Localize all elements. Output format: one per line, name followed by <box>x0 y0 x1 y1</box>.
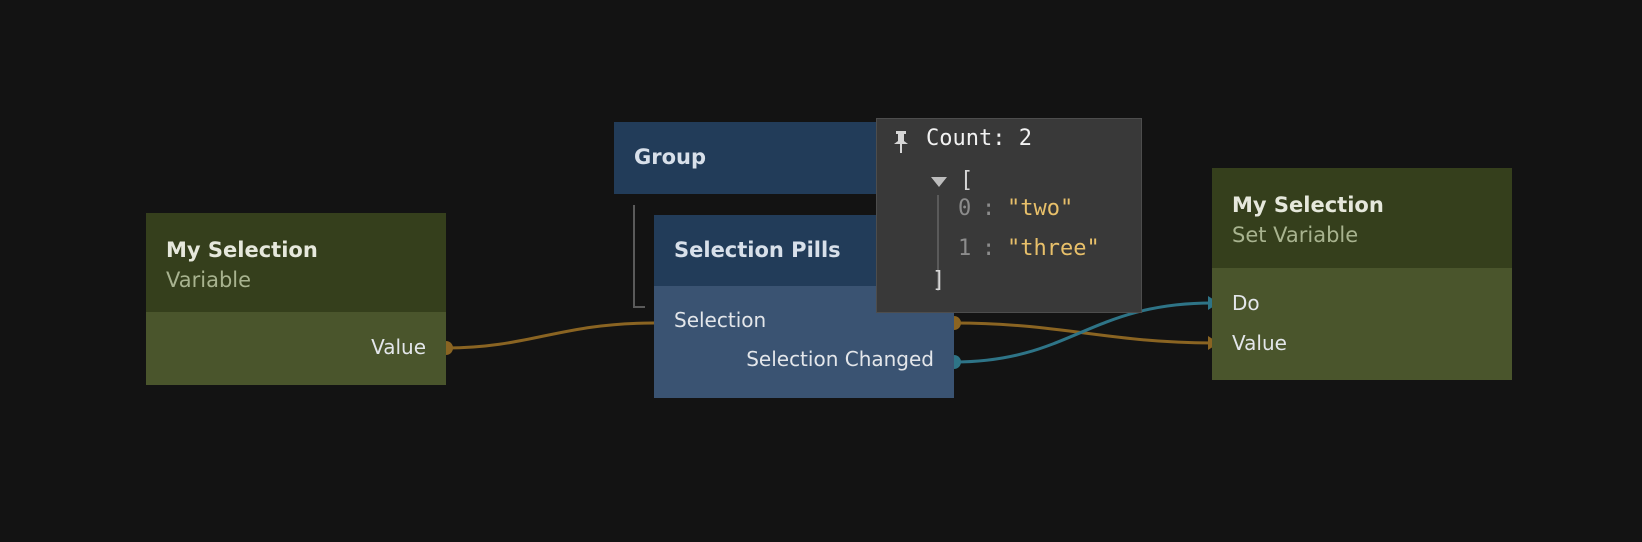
caret-down-icon[interactable] <box>930 176 948 188</box>
set-variable-node[interactable]: My Selection Set Variable Do Value <box>1212 168 1512 380</box>
group-node-title: Group <box>634 145 707 169</box>
variable-node-body: Value <box>146 312 446 385</box>
tree-guide-line <box>937 195 939 291</box>
set-variable-body: Do Value <box>1212 268 1512 380</box>
group-node[interactable]: Group <box>614 122 884 194</box>
item-index: 0 <box>958 196 972 221</box>
item-index: 1 <box>958 236 972 261</box>
selection-input-label: Selection <box>674 308 767 332</box>
variable-node-title: My Selection <box>166 238 318 262</box>
wire-value-to-selection[interactable] <box>445 321 655 350</box>
variable-node-header[interactable]: My Selection Variable <box>146 213 446 312</box>
value-input-label: Value <box>1232 331 1287 355</box>
group-child-bracket <box>633 205 645 308</box>
variable-node[interactable]: My Selection Variable Value <box>146 213 446 385</box>
pin-icon[interactable] <box>891 130 911 154</box>
set-variable-subtitle: Set Variable <box>1232 223 1359 247</box>
item-value: "three" <box>1007 236 1100 261</box>
selection-changed-output-label: Selection Changed <box>746 347 934 371</box>
close-bracket: ] <box>932 268 946 293</box>
item-value: "two" <box>1007 196 1074 221</box>
item-separator: : <box>982 196 996 221</box>
open-bracket: [ <box>960 168 974 193</box>
item-separator: : <box>982 236 996 261</box>
variable-node-subtitle: Variable <box>166 268 252 292</box>
value-inspector-popup: Count: 2 [ 0 : "two" 1 : "three" ] <box>876 118 1142 313</box>
set-variable-title: My Selection <box>1232 193 1384 217</box>
count-label: Count: 2 <box>926 126 1032 151</box>
wire-selection-to-value[interactable] <box>953 321 1213 345</box>
set-variable-header[interactable]: My Selection Set Variable <box>1212 168 1512 268</box>
selection-pills-title: Selection Pills <box>674 238 841 262</box>
value-output-label: Value <box>371 335 426 359</box>
do-input-label: Do <box>1232 291 1260 315</box>
selection-pills-body: Selection Selection Changed <box>654 286 954 398</box>
